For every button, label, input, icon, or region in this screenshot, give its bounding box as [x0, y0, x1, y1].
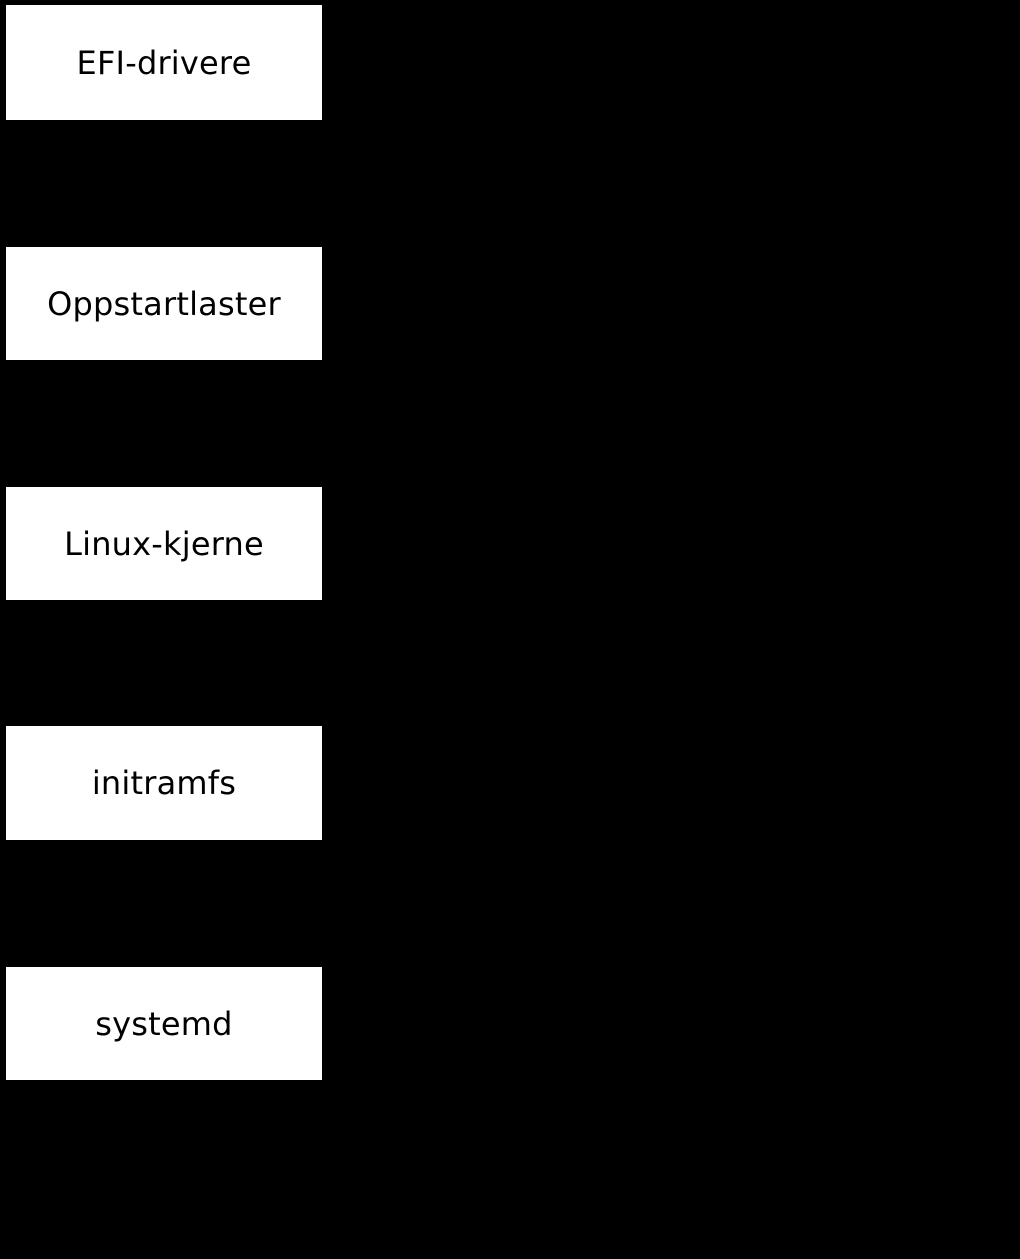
connector-efi-to-bootloader: [6, 120, 322, 247]
node-label-bootloader: Oppstartlaster: [47, 284, 281, 323]
node-label-linux-kernel: Linux-kjerne: [64, 524, 264, 563]
node-label-efi-drivers: EFI-drivere: [76, 43, 252, 82]
connector-initramfs-to-systemd: [6, 840, 322, 967]
node-systemd[interactable]: systemd: [6, 967, 322, 1080]
node-label-initramfs: initramfs: [91, 764, 237, 802]
node-bootloader[interactable]: Oppstartlaster: [6, 247, 322, 360]
node-initramfs[interactable]: initramfs: [6, 726, 322, 840]
connector-bootloader-to-kernel: [6, 360, 322, 487]
node-linux-kernel[interactable]: Linux-kjerne: [6, 487, 322, 600]
node-efi-drivers[interactable]: EFI-drivere: [6, 5, 322, 120]
connector-kernel-to-initramfs: [6, 600, 322, 726]
node-label-systemd: systemd: [95, 1004, 233, 1043]
